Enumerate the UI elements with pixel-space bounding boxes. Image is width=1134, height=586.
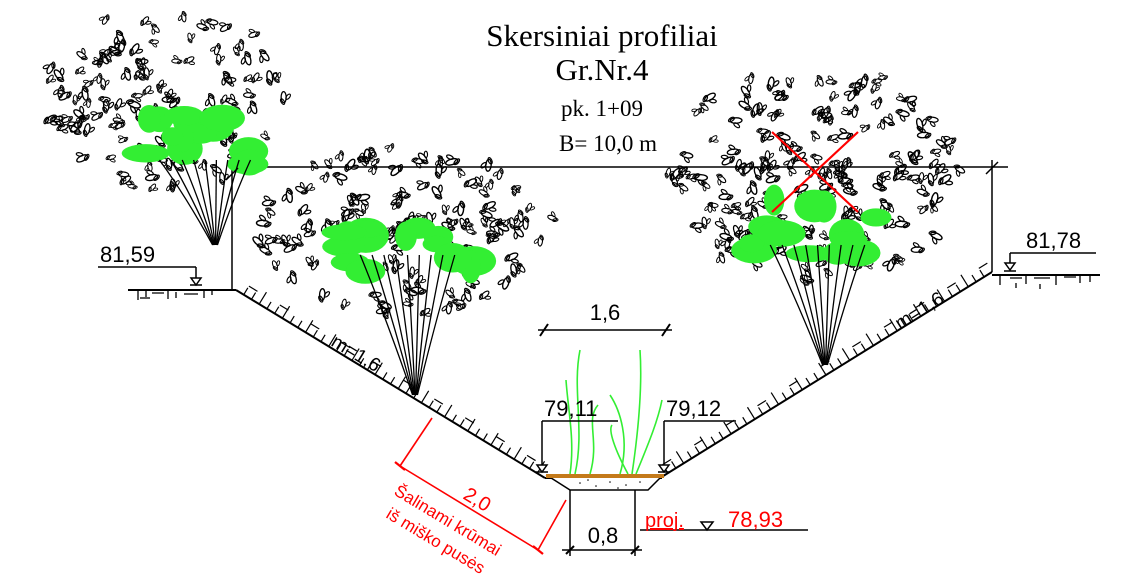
design-level-value: 78,93 <box>728 507 783 532</box>
title-line2: Gr.Nr.4 <box>556 52 650 87</box>
design-level-marker <box>699 521 715 532</box>
picket-label: pk. 1+09 <box>561 96 643 121</box>
silt-dots <box>579 479 641 489</box>
silt-layer <box>545 475 664 491</box>
elevation-marker-right <box>1003 252 1096 272</box>
slope-right-label: m=1,6 <box>892 288 948 334</box>
bottom-width-value: 1,6 <box>590 300 621 325</box>
elevation-left-top: 81,59 <box>100 242 155 267</box>
tree-left <box>40 9 293 246</box>
removal-cross-icon <box>771 131 859 213</box>
elevation-marker-left <box>98 266 203 287</box>
slope-edge-ticks <box>225 161 999 181</box>
clearing-width-value: 2,0 <box>459 483 494 516</box>
tree-middle <box>249 139 562 396</box>
terrain <box>128 160 1100 479</box>
trees <box>40 9 968 396</box>
bottom-width-dimension <box>538 323 672 337</box>
left-ground-hatching <box>137 290 213 300</box>
elevation-marker-bottom-right <box>657 420 736 474</box>
width-label: B= 10,0 m <box>559 131 657 156</box>
title-line1: Skersiniai profiliai <box>486 18 718 53</box>
left-slope-hatching <box>243 285 546 474</box>
tree-right <box>662 69 968 366</box>
elevation-bottom-left: 79,11 <box>544 396 597 421</box>
elevation-bottom-right: 79,12 <box>666 396 721 421</box>
clearing-dimension <box>394 417 567 555</box>
elevation-right-top: 81,78 <box>1026 228 1081 253</box>
elevation-markers <box>98 252 1096 532</box>
design-level-label: proj. <box>645 510 684 532</box>
reeds <box>565 349 663 475</box>
slope-left-label: m=1,6 <box>327 331 384 376</box>
elevation-marker-bottom-left <box>535 420 618 474</box>
design-bottom <box>545 474 808 556</box>
right-ground-hatching <box>999 275 1091 289</box>
design-depth-value: 0,8 <box>588 523 619 548</box>
